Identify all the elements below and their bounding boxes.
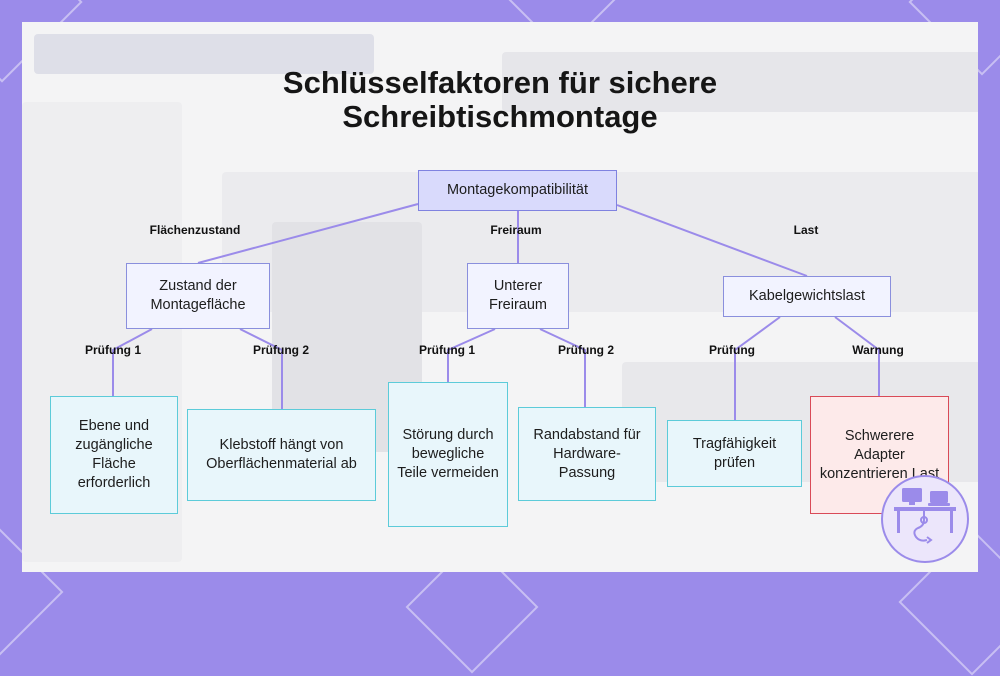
leaf-stoerung-vermeiden: Störung durch bewegliche Teile vermeiden — [388, 382, 508, 527]
leaf-klebstoff: Klebstoff hängt von Oberflächenmaterial … — [187, 409, 376, 501]
node-zustand-der-montageflaeche: Zustand der Montagefläche — [126, 263, 270, 329]
title-line-1: Schlüsselfaktoren für sichere — [282, 65, 718, 100]
node-label: Randabstand für Hardware-Passung — [533, 426, 641, 481]
background-shape — [34, 34, 374, 74]
leaf-ebene-flaeche: Ebene und zugängliche Fläche erforderlic… — [50, 396, 178, 514]
leaf-tragfaehigkeit: Tragfähigkeit prüfen — [667, 420, 802, 487]
node-label: Klebstoff hängt von Oberflächenmaterial … — [206, 437, 357, 472]
node-label: Kabelgewichtslast — [748, 288, 866, 304]
leaf-randabstand: Randabstand für Hardware-Passung — [518, 407, 656, 501]
node-montagekompatibilitaet: Montagekompatibilität — [418, 170, 617, 211]
edge-label-freiraum: Freiraum — [490, 223, 542, 237]
diagram-title: Schlüsselfaktoren für sichere Schreibtis… — [0, 66, 1000, 134]
connector — [447, 328, 496, 382]
background-shape — [502, 52, 978, 112]
connector — [834, 316, 880, 396]
edge-label-pruefung-2: Prüfung 2 — [253, 343, 309, 357]
node-label: Tragfähigkeit prüfen — [692, 435, 777, 471]
connector — [539, 328, 586, 407]
node-label: Unterer Freiraum — [488, 278, 547, 313]
connector — [616, 204, 808, 277]
node-kabelgewichtslast: Kabelgewichtslast — [723, 276, 891, 317]
edge-label-pruefung-1: Prüfung 1 — [85, 343, 141, 357]
connector — [112, 328, 153, 396]
edge-label-last: Last — [793, 223, 819, 237]
connector — [197, 203, 419, 264]
desk-setup-icon — [881, 475, 969, 563]
connector-lines — [112, 203, 880, 420]
edge-label-pruefung: Prüfung — [709, 343, 755, 357]
node-unterer-freiraum: Unterer Freiraum — [467, 263, 569, 329]
connector — [734, 316, 781, 420]
edge-label-pruefung-2: Prüfung 2 — [558, 343, 614, 357]
title-line-2: Schreibtischmontage — [342, 99, 658, 134]
edge-label-pruefung-1: Prüfung 1 — [419, 343, 475, 357]
connector — [239, 328, 283, 409]
edge-label-flaechenzustand: Flächenzustand — [149, 223, 241, 237]
node-label: Ebene und zugängliche Fläche erforderlic… — [75, 418, 153, 491]
node-label: Montagekompatibilität — [446, 182, 589, 198]
node-label: Schwerere Adapter konzentrieren Last — [819, 427, 940, 482]
edge-label-warnung: Warnung — [852, 343, 904, 357]
node-label: Störung durch bewegliche Teile vermeiden — [397, 427, 499, 481]
node-label: Zustand der Montagefläche — [150, 278, 246, 313]
